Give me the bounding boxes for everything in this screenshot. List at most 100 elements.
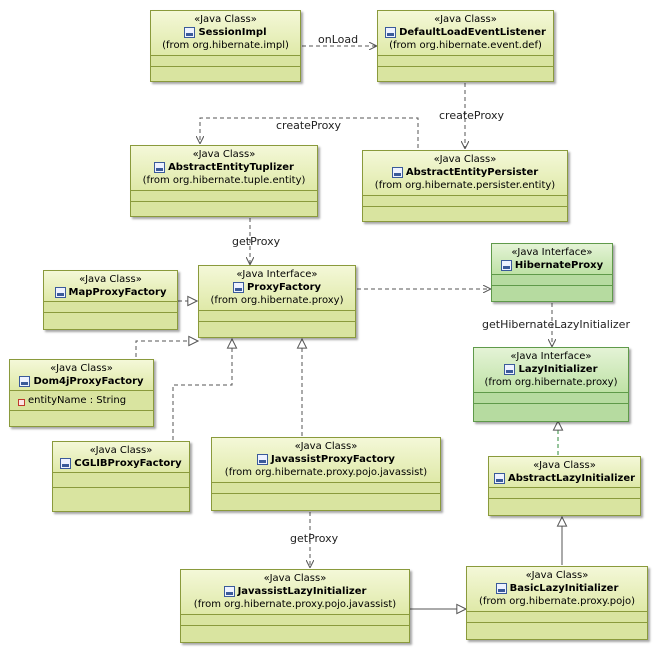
class-name: SessionImpl (198, 27, 267, 38)
class-javassist-proxy-factory[interactable]: «Java Class» JavassistProxyFactory (from… (211, 437, 441, 511)
java-class-icon (19, 376, 31, 387)
stereotype-label: «Java Interface» (236, 269, 318, 280)
java-class-icon (257, 454, 269, 465)
operations-compartment (489, 499, 640, 509)
attributes-compartment (199, 311, 355, 322)
label-get-proxy-factory: getProxy (232, 235, 281, 248)
stereotype-label: «Java Class» (192, 149, 256, 160)
class-javassist-lazy-initializer[interactable]: «Java Class» JavassistLazyInitializer (f… (180, 569, 410, 643)
operations-compartment (131, 202, 317, 212)
stereotype-label: «Java Class» (194, 14, 257, 25)
stereotype-label: «Java Class» (50, 363, 113, 374)
class-name: DefaultLoadEventListener (399, 27, 546, 38)
operations-compartment (474, 404, 628, 414)
package-label: (from org.hibernate.proxy.pojo) (478, 596, 636, 607)
edge-cglib-realizes (172, 339, 232, 440)
interface-proxy-factory[interactable]: «Java Interface» ProxyFactory (from org.… (198, 265, 356, 338)
package-label: (from org.hibernate.proxy.pojo.javassist… (224, 467, 428, 478)
class-map-proxy-factory[interactable]: «Java Class» MapProxyFactory (43, 270, 178, 330)
label-get-proxy-javassist: getProxy (290, 532, 339, 545)
class-dom4j-proxy-factory[interactable]: «Java Class» Dom4jProxyFactory entityNam… (9, 359, 154, 427)
java-class-icon (54, 287, 66, 298)
stereotype-label: «Java Class» (294, 441, 358, 452)
stereotype-label: «Java Class» (434, 14, 497, 25)
label-create-proxy-persister: createProxy (439, 109, 505, 122)
class-name: JavassistProxyFactory (271, 454, 395, 465)
class-default-load-event-listener[interactable]: «Java Class» DefaultLoadEventListener (f… (377, 10, 554, 82)
class-name: BasicLazyInitializer (509, 583, 619, 594)
attributes-compartment (44, 302, 177, 313)
attributes-compartment (474, 393, 628, 404)
attributes-compartment (363, 196, 567, 207)
stereotype-label: «Java Class» (433, 154, 497, 165)
package-label: (from org.hibernate.persister.entity) (374, 180, 556, 191)
class-name: Dom4jProxyFactory (33, 376, 144, 387)
attributes-compartment (53, 473, 189, 488)
class-basic-lazy-initializer[interactable]: «Java Class» BasicLazyInitializer (from … (466, 566, 648, 640)
attributes-compartment (492, 275, 612, 286)
interface-hibernate-proxy[interactable]: «Java Interface» HibernateProxy (491, 243, 613, 302)
stereotype-label: «Java Class» (525, 570, 589, 581)
stereotype-label: «Java Class» (79, 274, 142, 285)
class-name: JavassistLazyInitializer (237, 586, 367, 597)
operations-compartment (378, 67, 553, 77)
class-abstract-entity-tuplizer[interactable]: «Java Class» AbstractEntityTuplizer (fro… (130, 145, 318, 217)
java-interface-icon (500, 260, 512, 271)
stereotype-label: «Java Class» (533, 460, 596, 471)
operations-compartment (492, 286, 612, 296)
java-class-icon (493, 473, 505, 484)
class-name: HibernateProxy (514, 260, 604, 271)
attributes-compartment (181, 615, 409, 626)
stereotype-label: «Java Class» (263, 573, 327, 584)
class-session-impl[interactable]: «Java Class» SessionImpl (from org.hiber… (150, 10, 301, 82)
attributes-compartment (131, 191, 317, 202)
class-abstract-entity-persister[interactable]: «Java Class» AbstractEntityPersister (fr… (362, 150, 568, 222)
class-name: MapProxyFactory (68, 287, 167, 298)
attributes-compartment (212, 483, 440, 494)
operations-compartment (467, 623, 647, 633)
operations-compartment (44, 313, 177, 323)
attribute-entity-name: entityName : String (10, 391, 153, 411)
attributes-compartment (489, 488, 640, 499)
class-name: LazyInitializer (518, 364, 598, 375)
class-name: CGLIBProxyFactory (74, 458, 182, 469)
java-class-icon (223, 586, 235, 597)
stereotype-label: «Java Interface» (510, 351, 592, 362)
label-get-hibernate-lazy-initializer: getHibernateLazyInitializer (482, 318, 630, 331)
label-on-load: onLoad (318, 33, 359, 46)
java-interface-icon (504, 364, 516, 375)
stereotype-label: «Java Class» (89, 445, 153, 456)
label-create-proxy-tuplizer: createProxy (276, 119, 342, 132)
package-label: (from org.hibernate.tuple.entity) (142, 175, 306, 186)
class-name: ProxyFactory (246, 282, 322, 293)
operations-compartment (199, 322, 355, 332)
operations-compartment (53, 488, 189, 498)
java-class-icon (60, 458, 72, 469)
stereotype-label: «Java Interface» (511, 247, 593, 258)
java-class-icon (184, 27, 196, 38)
attributes-compartment (467, 612, 647, 623)
operations-compartment (151, 67, 300, 77)
class-name: AbstractEntityPersister (405, 167, 539, 178)
operations-compartment (181, 626, 409, 636)
class-abstract-lazy-initializer[interactable]: «Java Class» AbstractLazyInitializer (488, 456, 641, 516)
edge-dom4j-realizes (135, 341, 198, 357)
package-label: (from org.hibernate.impl) (162, 40, 289, 51)
java-class-icon (391, 167, 403, 178)
operations-compartment (212, 494, 440, 504)
attributes-compartment (378, 56, 553, 67)
package-label: (from org.hibernate.proxy) (210, 295, 344, 306)
java-interface-icon (232, 282, 244, 293)
attributes-compartment (151, 56, 300, 67)
java-class-icon (385, 27, 397, 38)
package-label: (from org.hibernate.proxy.pojo.javassist… (193, 599, 397, 610)
operations-compartment (363, 207, 567, 217)
class-name: AbstractEntityTuplizer (168, 162, 294, 173)
java-class-icon (154, 162, 166, 173)
class-cglib-proxy-factory[interactable]: «Java Class» CGLIBProxyFactory (52, 441, 190, 512)
interface-lazy-initializer[interactable]: «Java Interface» LazyInitializer (from o… (473, 347, 629, 422)
java-class-icon (495, 583, 507, 594)
class-name: AbstractLazyInitializer (507, 473, 636, 484)
edge-create-proxy-tuplizer (200, 117, 419, 148)
